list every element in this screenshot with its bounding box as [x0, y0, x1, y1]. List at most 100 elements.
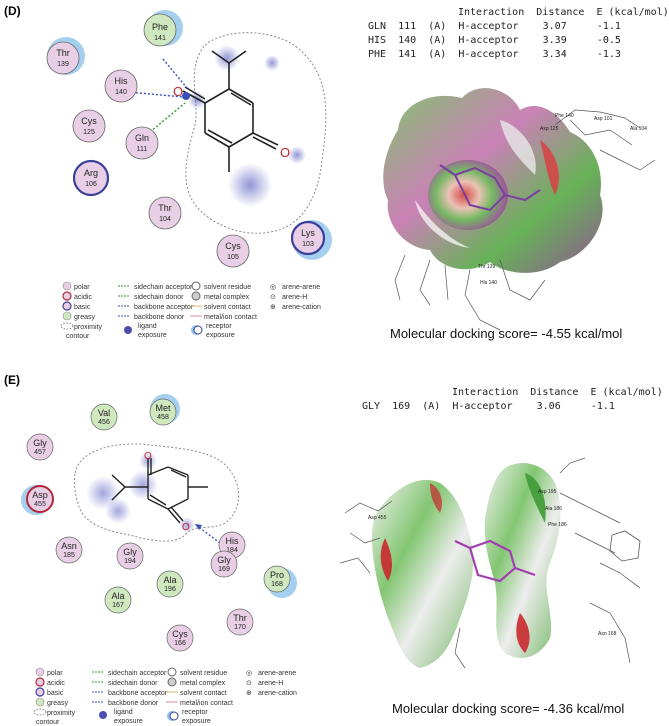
svg-text:Gly: Gly: [33, 438, 47, 448]
svg-text:Arg: Arg: [84, 168, 98, 178]
svg-text:backbone acceptor: backbone acceptor: [134, 304, 194, 311]
hbond-acceptor-marker: [182, 92, 190, 100]
residue-cys-125: Cys 125: [72, 109, 106, 143]
svg-text:arene-H: arene-H: [258, 680, 283, 687]
svg-text:receptor: receptor: [182, 709, 208, 716]
svg-text:arene-cation: arene-cation: [282, 304, 321, 311]
residue-thr-139: Thr 139: [46, 37, 85, 75]
ligand-exposure-blob: [214, 45, 240, 71]
svg-text:◎: ◎: [270, 284, 276, 291]
table-row: PHE 141 (A) H-acceptor 3.34 -1.3: [368, 49, 621, 60]
table-row: GLN 111 (A) H-acceptor 3.07 -1.1: [368, 21, 621, 32]
ligand-exposure-blob: [128, 470, 158, 500]
svg-text:arene-arene: arene-arene: [282, 284, 320, 291]
residue-gly-194: Gly 194: [116, 542, 144, 570]
docking-surface-d: Asp 125 Phe 140 Asp 101 Ala 104 Thr 139 …: [383, 88, 656, 331]
svg-text:456: 456: [98, 419, 110, 426]
residue-met-458: Met 458: [149, 394, 180, 426]
ligand-exposure-blob: [288, 146, 306, 164]
svg-text:Phe: Phe: [152, 22, 168, 32]
svg-text:455: 455: [34, 501, 46, 508]
svg-text:Phe 140: Phe 140: [555, 113, 574, 119]
svg-text:acidic: acidic: [74, 294, 92, 301]
svg-text:Asp 195: Asp 195: [538, 489, 557, 495]
svg-text:backbone acceptor: backbone acceptor: [108, 690, 168, 697]
svg-text:◎: ◎: [246, 670, 252, 677]
svg-text:ligand: ligand: [138, 323, 157, 330]
residue-phe-141: Phe 141: [143, 10, 183, 47]
svg-text:polar: polar: [74, 284, 90, 291]
svg-text:contour: contour: [36, 719, 60, 726]
ligand-exposure-blob: [105, 498, 131, 524]
svg-text:105: 105: [227, 254, 239, 261]
svg-text:arene-arene: arene-arene: [258, 670, 296, 677]
residue-ala-167: Ala 167: [104, 586, 132, 614]
ligand-structure: [182, 50, 279, 172]
legend: polar acidic basic greasy proximity cont…: [60, 281, 321, 340]
svg-text:⊙: ⊙: [270, 294, 276, 301]
legend: polar acidic basic greasy proximity cont…: [33, 667, 297, 726]
svg-text:greasy: greasy: [74, 314, 96, 321]
svg-text:proximity: proximity: [47, 710, 76, 717]
table-row: GLY 169 (A) H-acceptor 3.06 -1.1: [362, 401, 615, 412]
residue-asn-185: Asn 185: [55, 536, 83, 564]
svg-text:106: 106: [85, 181, 97, 188]
svg-text:proximity: proximity: [74, 324, 103, 331]
svg-text:His: His: [226, 536, 239, 546]
svg-text:Ala 186: Ala 186: [545, 506, 562, 512]
svg-text:exposure: exposure: [138, 332, 167, 339]
proximity-contour: [73, 443, 240, 542]
residue-val-456: Val 456: [90, 403, 118, 431]
ligand-exposure-blob: [264, 55, 280, 71]
svg-text:sidechain acceptor: sidechain acceptor: [108, 670, 167, 677]
svg-text:169: 169: [218, 566, 230, 573]
docking-surface-e: Asp 195 Ala 186 Asp 455 Phe 186 Asn 168: [339, 457, 641, 669]
svg-text:solvent residue: solvent residue: [204, 284, 251, 291]
svg-text:contour: contour: [66, 333, 90, 340]
residue-thr-170: Thr 170: [226, 608, 254, 636]
svg-text:Phe 186: Phe 186: [548, 522, 567, 528]
interaction-table-header: Interaction Distance E (kcal/mol): [452, 387, 663, 398]
svg-text:140: 140: [115, 89, 127, 96]
svg-text:103: 103: [302, 241, 314, 248]
residue-arg-106: Arg 106: [72, 159, 110, 197]
svg-text:Asp 455: Asp 455: [368, 515, 387, 521]
svg-text:185: 185: [63, 552, 75, 559]
svg-text:166: 166: [174, 640, 186, 647]
svg-text:sidechain donor: sidechain donor: [134, 294, 184, 301]
residue-his-140: His 140: [104, 69, 138, 103]
docking-score: Molecular docking score= -4.55 kcal/mol: [390, 326, 623, 341]
svg-text:arene-H: arene-H: [282, 294, 307, 301]
svg-text:196: 196: [164, 586, 176, 593]
svg-text:Thr 139: Thr 139: [478, 264, 495, 270]
svg-text:His 140: His 140: [480, 280, 497, 286]
svg-text:ligand: ligand: [114, 709, 133, 716]
svg-text:sidechain acceptor: sidechain acceptor: [134, 284, 193, 291]
svg-text:Lys: Lys: [301, 228, 315, 238]
svg-text:solvent contact: solvent contact: [180, 690, 227, 697]
residue-pro-168: Pro 168: [263, 565, 297, 598]
svg-text:metal complex: metal complex: [204, 294, 250, 301]
table-row: HIS 140 (A) H-acceptor 3.39 -0.5: [368, 35, 621, 46]
svg-text:His: His: [115, 76, 128, 86]
panel-d: (D): [4, 4, 669, 341]
svg-text:metal/ion contact: metal/ion contact: [180, 700, 233, 707]
svg-text:Ala: Ala: [163, 575, 176, 585]
svg-text:greasy: greasy: [47, 700, 69, 707]
svg-text:Asp 125: Asp 125: [540, 126, 559, 132]
svg-text:458: 458: [157, 414, 169, 421]
residue-ala-196: Ala 196: [156, 570, 184, 598]
svg-text:139: 139: [57, 61, 69, 68]
proximity-contour: [185, 32, 327, 234]
residue-cys-105: Cys 105: [216, 234, 250, 268]
residue-lys-103: Lys 103: [290, 220, 332, 260]
svg-text:Val: Val: [98, 408, 110, 418]
interaction-table-header: Interaction Distance E (kcal/mol): [458, 7, 669, 18]
svg-text:polar: polar: [47, 670, 63, 677]
svg-text:Cys: Cys: [225, 241, 241, 251]
svg-text:Ala: Ala: [111, 591, 124, 601]
svg-text:Ala 104: Ala 104: [630, 126, 647, 132]
svg-text:backbone donor: backbone donor: [108, 700, 159, 707]
svg-text:Thr: Thr: [158, 203, 172, 213]
svg-text:Gly: Gly: [217, 555, 231, 565]
